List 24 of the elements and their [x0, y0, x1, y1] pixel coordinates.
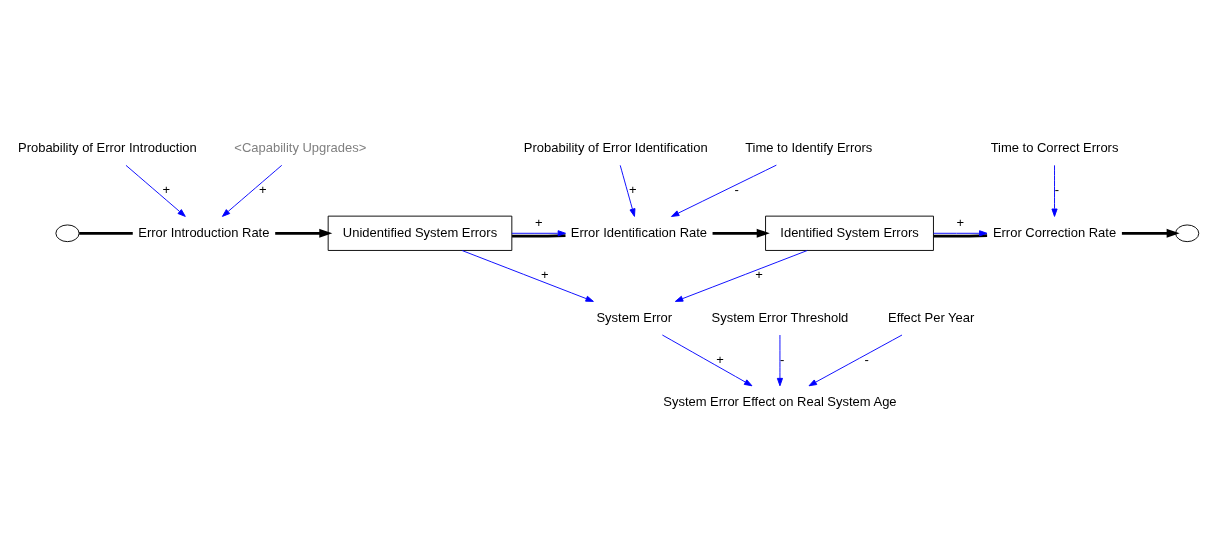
edge-label: + — [755, 266, 763, 282]
edge-label: - — [1054, 181, 1060, 197]
edge-label: - — [864, 351, 869, 367]
node-text: Error Correction Rate — [992, 224, 1117, 240]
edge-label: + — [716, 351, 724, 367]
edge-label: + — [956, 214, 965, 230]
node-text: System Error Effect on Real System Age — [663, 393, 897, 409]
edge-label: + — [258, 181, 267, 197]
edge-label: + — [540, 266, 549, 282]
node-text: System Error Threshold — [711, 309, 849, 325]
node-text: Effect Per Year — [888, 309, 975, 325]
node-text: Probability of Error Introduction — [17, 139, 197, 155]
edge-label: - — [780, 351, 785, 367]
node-text: Probability of Error Identification — [523, 139, 708, 155]
edge-label: - — [734, 181, 739, 197]
node-text: Error Introduction Rate — [138, 224, 270, 240]
edge-label: + — [534, 214, 543, 230]
node-text: Time to Correct Errors — [990, 139, 1119, 155]
edge-label: + — [629, 181, 637, 197]
node-text: Time to Identify Errors — [745, 139, 873, 155]
node-text: Error Identification Rate — [570, 224, 708, 240]
node-text: System Error — [596, 309, 673, 325]
node-text: <Capability Upgrades> — [234, 139, 367, 155]
edge-label: + — [162, 181, 171, 197]
